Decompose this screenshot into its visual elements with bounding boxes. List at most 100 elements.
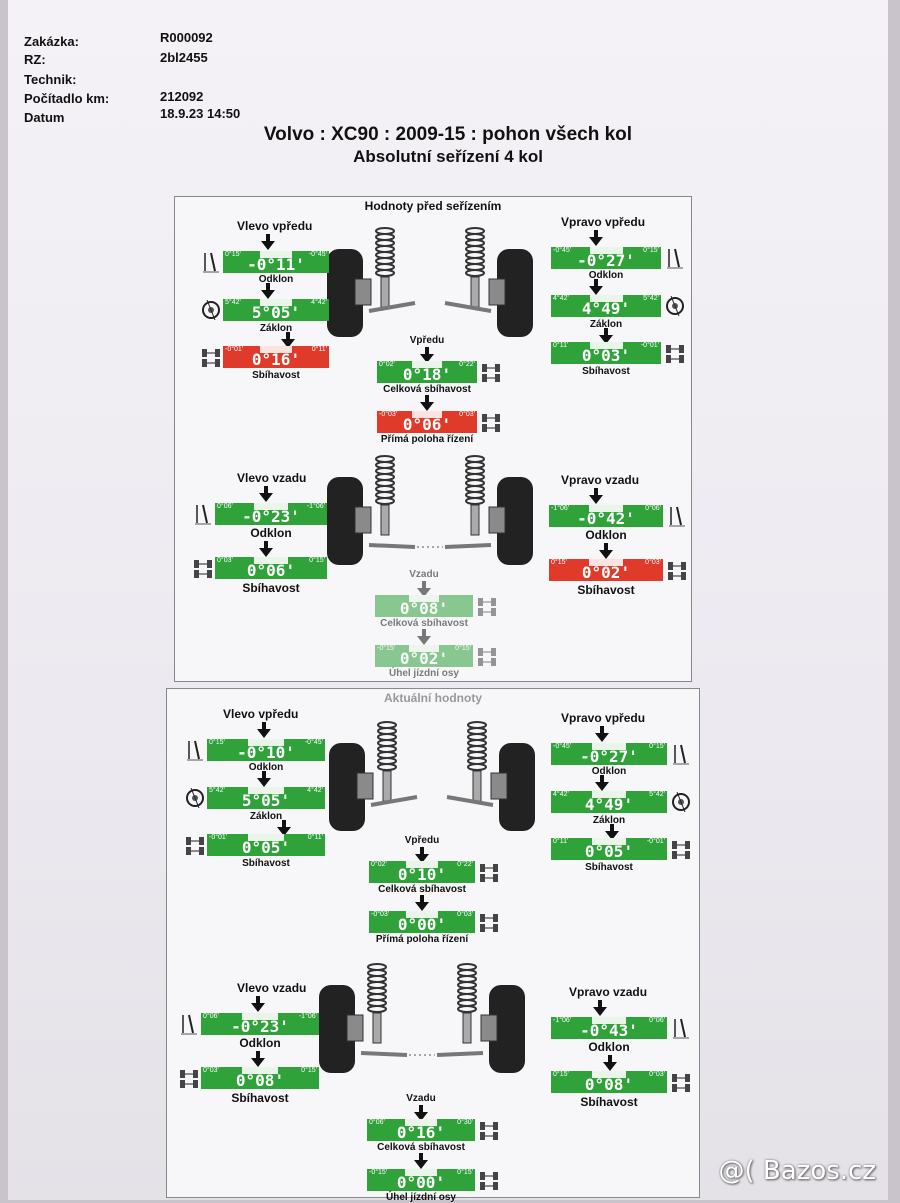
caster-wheel-icon bbox=[671, 791, 691, 813]
gauge-value: 0°00' bbox=[397, 915, 447, 934]
down-arrow-icon bbox=[595, 726, 609, 742]
front-left-camber-label: Odklon bbox=[258, 274, 294, 285]
thrust-angle-gauge: -0°15'0°15'0°00' bbox=[367, 1169, 475, 1191]
gauge-max-value: -0°01' bbox=[640, 342, 659, 349]
front-right-camber-gauge: -0°45'0°15'-0°27' bbox=[551, 247, 661, 269]
front-axle-illustration bbox=[327, 713, 537, 838]
gauge-value: -0°27' bbox=[577, 251, 635, 270]
toe-wheel-icon bbox=[671, 838, 691, 860]
rear-axle-heading: Vzadu bbox=[409, 569, 439, 580]
gauge-notch bbox=[260, 251, 292, 258]
down-arrow-icon bbox=[257, 722, 271, 738]
gauge-notch bbox=[591, 743, 627, 750]
down-arrow-icon bbox=[414, 1153, 428, 1169]
front-right-caster-gauge: 4°42'5°42'4°49' bbox=[551, 791, 667, 813]
rear-right-camber-gauge: -1°06'0°06'-0°42' bbox=[549, 505, 663, 527]
front-left-toe-gauge: -0°01'0°11'0°05' bbox=[207, 834, 325, 856]
gauge-notch bbox=[588, 505, 624, 512]
thrust-wheel-icon bbox=[479, 1169, 499, 1191]
down-arrow-icon bbox=[261, 234, 275, 250]
rear-left-toe-gauge: 0°03'0°15'0°06' bbox=[215, 557, 327, 579]
gauge-max-value: -0°45' bbox=[304, 739, 323, 746]
rear-right-camber-label: Odklon bbox=[588, 1040, 630, 1054]
camber-wheel-icon bbox=[665, 247, 685, 269]
gauge-min-value: -0°45' bbox=[553, 247, 572, 254]
down-arrow-icon bbox=[599, 543, 613, 559]
front-left-heading: Vlevo vpředu bbox=[237, 219, 313, 233]
toe-wheel-icon bbox=[179, 1067, 199, 1089]
gauge-min-value: -0°01' bbox=[209, 834, 228, 841]
gauge-notch bbox=[248, 739, 284, 746]
gauge-min-value: 0°06' bbox=[203, 1013, 219, 1020]
gauge-notch bbox=[406, 911, 438, 918]
toe-wheel-icon bbox=[477, 595, 497, 617]
gauge-max-value: -1°06' bbox=[298, 1013, 317, 1020]
gauge-max-value: 0°06' bbox=[649, 1017, 665, 1024]
steering-wheel-icon bbox=[481, 411, 501, 433]
gauge-notch bbox=[591, 1071, 627, 1078]
rear-total-toe-label: Celková sbíhavost bbox=[380, 618, 468, 629]
gauge-max-value: 0°03' bbox=[649, 1071, 665, 1078]
gauge-min-value: 5°42' bbox=[225, 299, 241, 306]
front-left-toe-gauge: -0°01'0°11'0°16' bbox=[223, 346, 329, 368]
gauge-notch bbox=[254, 557, 288, 564]
front-right-toe-label: Sbíhavost bbox=[585, 862, 633, 873]
gauge-notch bbox=[589, 247, 623, 254]
gauge-min-value: 0°06' bbox=[369, 1119, 385, 1126]
down-arrow-icon bbox=[414, 1105, 428, 1121]
gauge-min-value: -1°06' bbox=[553, 1017, 572, 1024]
rear-left-heading: Vlevo vzadu bbox=[237, 471, 307, 485]
toe-wheel-icon bbox=[481, 361, 501, 383]
gauge-notch bbox=[260, 346, 292, 353]
rear-total-toe-label: Celková sbíhavost bbox=[377, 1142, 465, 1153]
camber-wheel-icon bbox=[671, 1017, 691, 1039]
steering-straight-gauge: -0°03'0°03'0°00' bbox=[369, 911, 475, 933]
gauge-max-value: 4°42' bbox=[307, 787, 323, 794]
report-subtitle: Absolutní seřízení 4 kol bbox=[353, 147, 543, 166]
gauge-value: -0°11' bbox=[247, 255, 305, 274]
gauge-notch bbox=[588, 559, 624, 566]
down-arrow-icon bbox=[415, 895, 429, 911]
steering-straight-label: Přímá poloha řízení bbox=[375, 934, 469, 945]
gauge-value: 0°05' bbox=[584, 842, 634, 861]
down-arrow-icon bbox=[259, 541, 273, 557]
thrust-angle-label: Úhel jízdní osy bbox=[388, 668, 459, 679]
rear-right-camber-label: Odklon bbox=[585, 528, 627, 542]
gauge-notch bbox=[589, 295, 623, 302]
gauge-notch bbox=[242, 1013, 278, 1020]
gauge-max-value: 0°15' bbox=[455, 645, 471, 652]
front-axle-heading: Vpředu bbox=[409, 335, 445, 346]
caster-wheel-icon bbox=[201, 299, 221, 321]
front-axle-illustration bbox=[325, 219, 535, 344]
down-arrow-icon bbox=[605, 824, 619, 840]
gauge-value: 0°16' bbox=[251, 350, 301, 369]
date-label: Datum bbox=[24, 110, 65, 125]
gauge-max-value: 4°42' bbox=[311, 299, 327, 306]
front-right-camber-label: Odklon bbox=[591, 766, 627, 777]
rear-right-toe-gauge: 0°15'0°03'0°08' bbox=[551, 1071, 667, 1093]
gauge-notch bbox=[412, 361, 442, 368]
gauge-max-value: 0°11' bbox=[311, 346, 327, 353]
front-left-camber-gauge: 0°15'-0°45'-0°10' bbox=[207, 739, 325, 761]
gauge-max-value: 0°06' bbox=[645, 505, 661, 512]
toe-wheel-icon bbox=[667, 559, 687, 581]
gauge-max-value: -0°45' bbox=[308, 251, 327, 258]
steering-straight-gauge: -0°03'0°03'0°06' bbox=[377, 411, 477, 433]
toe-wheel-icon bbox=[193, 557, 213, 579]
thrust-angle-gauge: -0°15'0°15'0°02' bbox=[375, 645, 473, 667]
gauge-notch bbox=[409, 595, 439, 602]
gauge-value: 0°06' bbox=[402, 415, 452, 434]
gauge-min-value: 4°42' bbox=[553, 295, 569, 302]
front-left-camber-gauge: 0°15'-0°45'-0°11' bbox=[223, 251, 329, 273]
steering-straight-label: Přímá poloha řízení bbox=[380, 434, 474, 445]
down-arrow-icon bbox=[281, 332, 295, 348]
plate-label: RZ: bbox=[24, 52, 46, 67]
front-left-toe-label: Sbíhavost bbox=[252, 370, 300, 381]
rear-left-toe-label: Sbíhavost bbox=[242, 581, 300, 595]
gauge-value: 0°08' bbox=[399, 599, 449, 618]
camber-wheel-icon bbox=[667, 505, 687, 527]
gauge-max-value: 0°22' bbox=[457, 861, 473, 868]
rear-axle-illustration bbox=[325, 447, 535, 572]
thrust-wheel-icon bbox=[477, 645, 497, 667]
rear-left-toe-label: Sbíhavost bbox=[231, 1091, 289, 1105]
